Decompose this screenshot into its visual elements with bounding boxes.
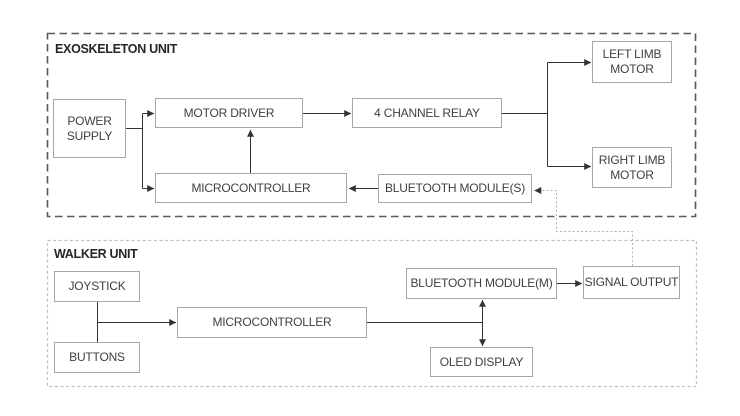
exoskeleton-unit-title: EXOSKELETON UNIT xyxy=(55,42,178,56)
edge-signal-output-to-bluetooth-s-wireless xyxy=(534,187,633,266)
node-bluetooth-module-s: BLUETOOTH MODULE(S) xyxy=(378,174,532,203)
node-buttons: BUTTONS xyxy=(54,342,140,373)
node-signal-output: SIGNAL OUTPUT xyxy=(583,266,680,299)
node-4-channel-relay: 4 CHANNEL RELAY xyxy=(352,98,502,128)
node-motor-driver: MOTOR DRIVER xyxy=(155,98,303,128)
node-joystick: JOYSTICK xyxy=(54,271,140,302)
exoskeleton-unit-outline xyxy=(46,32,697,218)
node-left-limb-motor: LEFT LIMB MOTOR xyxy=(592,41,672,83)
edge-relay-branch-bus xyxy=(502,62,548,167)
node-walker-microcontroller: MICROCONTROLLER xyxy=(177,307,367,338)
walker-unit-outline xyxy=(46,239,698,388)
node-right-limb-motor: RIGHT LIMB MOTOR xyxy=(592,147,672,188)
node-oled-display: OLED DISPLAY xyxy=(430,347,533,377)
edge-power-supply-bus xyxy=(126,113,143,189)
walker-unit-title: WALKER UNIT xyxy=(54,247,138,261)
node-power-supply: POWER SUPPLY xyxy=(53,99,126,158)
node-bluetooth-module-m: BLUETOOTH MODULE(M) xyxy=(406,268,557,299)
node-exo-microcontroller: MICROCONTROLLER xyxy=(155,173,347,203)
